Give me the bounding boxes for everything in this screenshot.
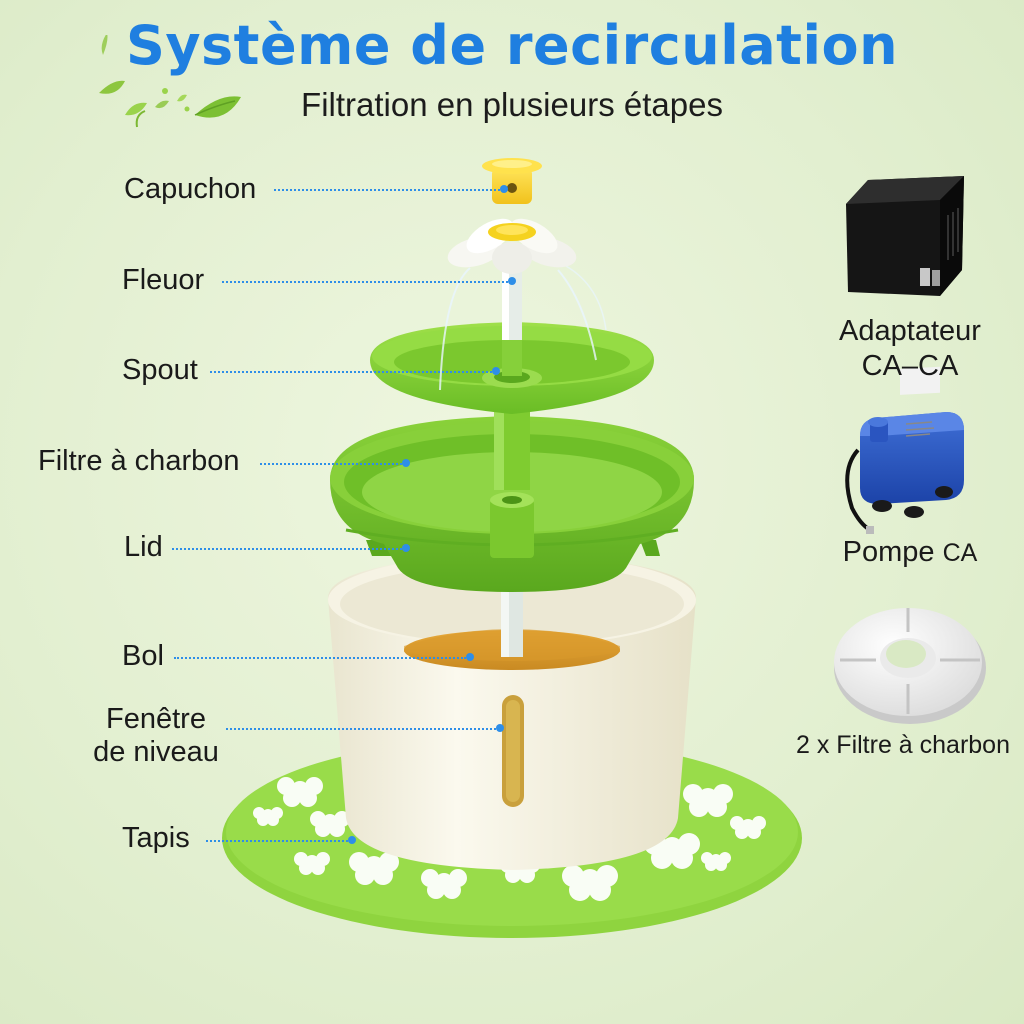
leader-dot <box>508 277 516 285</box>
label-fleuor: Fleuor <box>122 264 205 296</box>
label-fenetre-line2: de niveau <box>93 736 219 769</box>
leader-dot <box>492 367 500 375</box>
leader-line <box>174 657 466 659</box>
leader-dot <box>466 653 474 661</box>
filter-tray <box>330 416 694 592</box>
leader-dot <box>402 459 410 467</box>
label-fenetre-line1: Fenêtre <box>106 703 206 735</box>
leader-line <box>274 189 500 191</box>
page-subtitle: Filtration en plusieurs étapes <box>301 86 723 123</box>
leader-dot <box>402 544 410 552</box>
leader-dot <box>496 724 504 732</box>
label-pump-main: Pompe <box>842 536 935 568</box>
label-fenetre: Fenêtre de niveau <box>86 703 226 770</box>
charcoal-filter-icon <box>834 608 986 724</box>
leaf-icon <box>99 35 241 128</box>
label-adapter-line2: CA–CA <box>861 349 959 382</box>
leader-line <box>172 548 402 550</box>
leader-line <box>210 371 492 373</box>
label-capuchon: Capuchon <box>124 173 257 205</box>
label-filtre: Filtre à charbon <box>38 445 240 477</box>
power-adapter-icon <box>846 176 964 296</box>
label-filter-pack: 2 x Filtre à charbon <box>796 731 1010 759</box>
leader-dot <box>500 185 508 193</box>
flower-top <box>447 218 577 274</box>
leader-line <box>206 840 348 842</box>
label-bol: Bol <box>122 640 164 672</box>
leader-line <box>222 281 508 283</box>
leader-line <box>260 463 402 465</box>
label-lid: Lid <box>124 531 163 563</box>
label-spout: Spout <box>122 354 198 386</box>
label-adapter: Adaptateur CA–CA <box>820 314 1000 384</box>
leader-line <box>226 728 496 730</box>
pump-icon <box>845 366 964 534</box>
label-adapter-line1: Adaptateur <box>839 315 981 347</box>
leader-dot <box>348 836 356 844</box>
cap <box>482 158 542 204</box>
label-tapis: Tapis <box>122 822 190 854</box>
label-pump: Pompe CA <box>820 535 1000 570</box>
page-title: Système de recirculation <box>125 14 899 77</box>
label-pump-suffix: CA <box>942 539 978 567</box>
